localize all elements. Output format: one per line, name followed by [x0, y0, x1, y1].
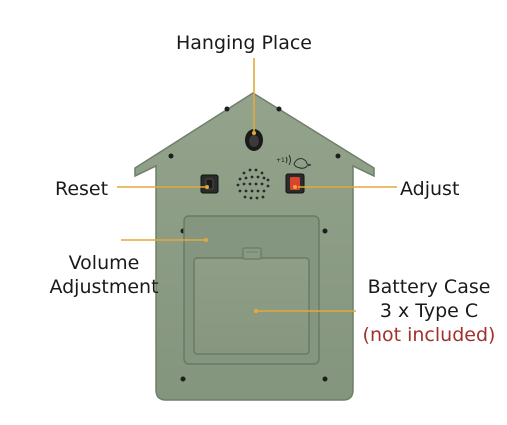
- device-mark-text: +1: [276, 157, 285, 164]
- label-battery-line1: Battery Case: [367, 276, 491, 298]
- label-volume-line1: Volume: [68, 252, 140, 274]
- battery-cover[interactable]: [193, 247, 310, 355]
- label-hanging-place: Hanging Place: [176, 32, 312, 54]
- bird-sound-icon: [285, 154, 312, 169]
- adjust-button[interactable]: [285, 173, 305, 194]
- callout-dots: [204, 131, 297, 314]
- label-reset: Reset: [55, 178, 109, 200]
- label-battery-note: (not included): [362, 324, 496, 346]
- callout-lines: [117, 58, 397, 312]
- label-adjust: Adjust: [400, 178, 460, 200]
- reset-button[interactable]: [200, 174, 219, 194]
- label-volume-line2: Adjustment: [49, 276, 159, 298]
- label-battery-line2: 3 x Type C: [379, 300, 479, 322]
- hanging-hole: [245, 129, 263, 151]
- speaker-grille-icon: [236, 168, 270, 200]
